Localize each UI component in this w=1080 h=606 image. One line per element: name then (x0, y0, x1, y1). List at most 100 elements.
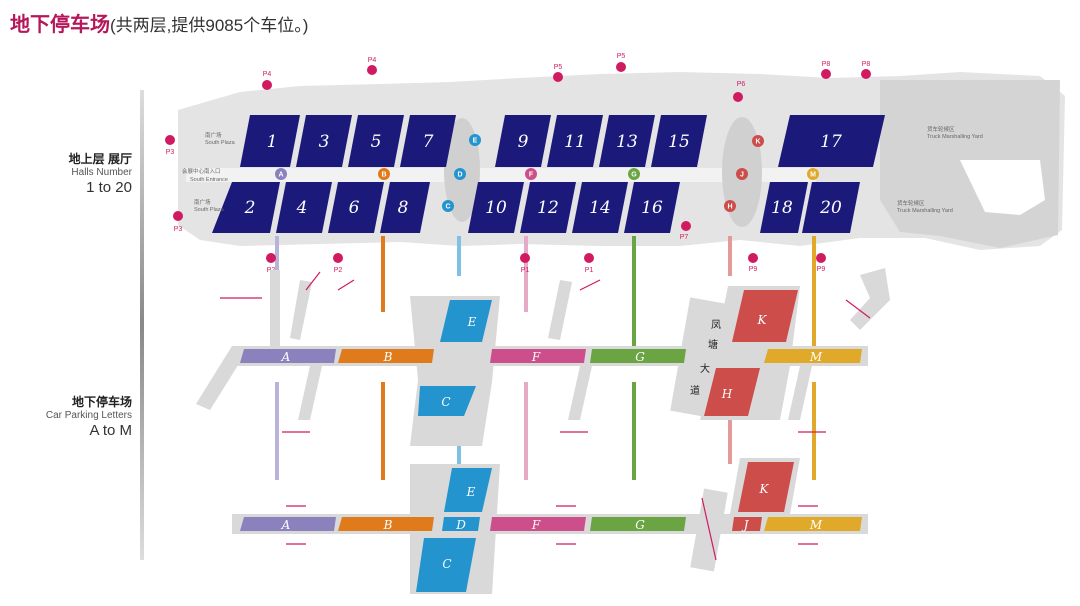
hall-numbers-bottom: 2 4 6 8 10 12 14 16 18 20 (244, 198, 842, 218)
level-above-range: 1 to 20 (86, 179, 132, 196)
parking-marker: P8 (822, 61, 831, 68)
zone-upper-h[interactable] (704, 368, 760, 416)
parking-marker: P5 (554, 64, 563, 71)
south-plaza-en: South Plaza (205, 140, 236, 146)
hall-number: 8 (398, 198, 409, 218)
zone-lower-k[interactable] (738, 462, 794, 512)
parking-marker: P6 (737, 81, 746, 88)
hall-number: 4 (296, 198, 308, 218)
parking-marker: P9 (817, 266, 826, 273)
zone-label: K (759, 482, 770, 496)
zone-label: B (383, 518, 393, 532)
hall-5[interactable] (348, 115, 404, 167)
hall-13[interactable] (599, 115, 655, 167)
zone-label: A (281, 350, 291, 364)
zone-upper-f[interactable] (490, 349, 586, 363)
zone-label: G (635, 350, 645, 364)
zone-upper-e[interactable] (440, 300, 492, 342)
road-name-label: 凤 塘 大 道 (690, 319, 721, 397)
hall-number: 2 (244, 198, 256, 218)
zone-upper-m[interactable] (764, 349, 862, 363)
hall-2[interactable] (212, 182, 280, 233)
dot-label: B (381, 172, 386, 179)
south-plaza-en-2: South Plaza (194, 207, 225, 213)
dot-label: H (727, 204, 732, 211)
hall-20[interactable] (802, 182, 860, 233)
zone-label: D (455, 518, 466, 532)
parking-marker: P7 (680, 234, 689, 241)
level-above-en: Halls Number (71, 167, 132, 178)
dot-label: C (445, 204, 450, 211)
dot-label: G (631, 172, 637, 179)
hall-12[interactable] (520, 182, 576, 233)
hall-number: 5 (371, 132, 382, 152)
zone-label: E (467, 315, 477, 329)
zone-lower-m[interactable] (764, 517, 862, 531)
south-entrance-en: South Entrance (190, 177, 228, 183)
hall-18[interactable] (760, 182, 808, 233)
hall-number: 9 (518, 132, 529, 152)
upper-ramp-arrows (220, 271, 871, 433)
upper-zone-labels: A B C E F G K M H (281, 313, 823, 409)
zone-lower-f[interactable] (490, 517, 586, 531)
zone-lower-d[interactable] (442, 517, 480, 531)
hall-11[interactable] (547, 115, 603, 167)
zone-lower-e[interactable] (444, 468, 492, 512)
zone-lower-j[interactable] (732, 517, 762, 531)
dot-label: D (457, 172, 462, 179)
hall-15[interactable] (651, 115, 707, 167)
zone-label: G (635, 518, 645, 532)
level-below-en: Car Parking Letters (45, 410, 132, 421)
zone-upper-b[interactable] (338, 349, 434, 363)
hall-14[interactable] (572, 182, 628, 233)
zone-lower-b[interactable] (338, 517, 434, 531)
south-entrance-cn: 会展中心南入口 (182, 167, 221, 175)
hall-7[interactable] (400, 115, 456, 167)
hall-1[interactable] (240, 115, 300, 167)
level-above-cn: 地上层 展厅 (68, 152, 132, 166)
page-title: 地下停车场(共两层,提供9085个车位。) (10, 8, 308, 37)
zone-label: F (531, 350, 541, 364)
zone-upper-g[interactable] (590, 349, 686, 363)
truck-yard-en-2: Truck Marshalling Yard (897, 208, 953, 214)
zone-upper-k[interactable] (732, 290, 798, 342)
parking-marker: P9 (749, 266, 758, 273)
title-main: 地下停车场 (10, 14, 110, 36)
hall-number: 6 (349, 198, 360, 218)
zone-upper-c[interactable] (418, 386, 476, 416)
hall-number: 16 (641, 198, 663, 218)
lower-ramp-arrows (286, 497, 818, 561)
hall-number: 15 (668, 132, 690, 152)
parking-marker: P8 (862, 61, 871, 68)
connector-lines (275, 236, 816, 480)
zone-label: M (809, 518, 823, 532)
dot-label: F (529, 172, 534, 179)
halls-top-row (240, 115, 885, 167)
zone-label: M (809, 350, 823, 364)
hall-3[interactable] (296, 115, 352, 167)
zone-lower-c[interactable] (416, 538, 476, 592)
hall-8[interactable] (380, 182, 430, 233)
hall-4[interactable] (276, 182, 332, 233)
level-divider-line (140, 90, 144, 560)
hall-6[interactable] (328, 182, 384, 233)
parking-marker: P3 (174, 226, 183, 233)
hall-number: 1 (267, 132, 278, 152)
hall-17[interactable] (778, 115, 885, 167)
road-char: 道 (690, 384, 700, 397)
hall-9[interactable] (495, 115, 551, 167)
level-label-below: 地下停车场 Car Parking Letters A to M (46, 393, 132, 439)
zone-label: K (757, 313, 768, 327)
zone-label: C (442, 557, 451, 571)
title-sub: (共两层,提供9085个车位。) (110, 16, 309, 35)
zone-lower-g[interactable] (590, 517, 686, 531)
parking-marker: P4 (368, 57, 377, 64)
hall-16[interactable] (624, 182, 680, 233)
zone-lower-a[interactable] (240, 517, 336, 531)
hall-10[interactable] (468, 182, 524, 233)
hall-number: 14 (589, 198, 611, 218)
parking-markers: P4 P4 P5 P5 P6 P8 P8 P3 P3 P7 P2 P2 P1 P… (165, 53, 871, 274)
hall-number: 11 (564, 132, 586, 152)
zone-upper-a[interactable] (240, 349, 336, 363)
